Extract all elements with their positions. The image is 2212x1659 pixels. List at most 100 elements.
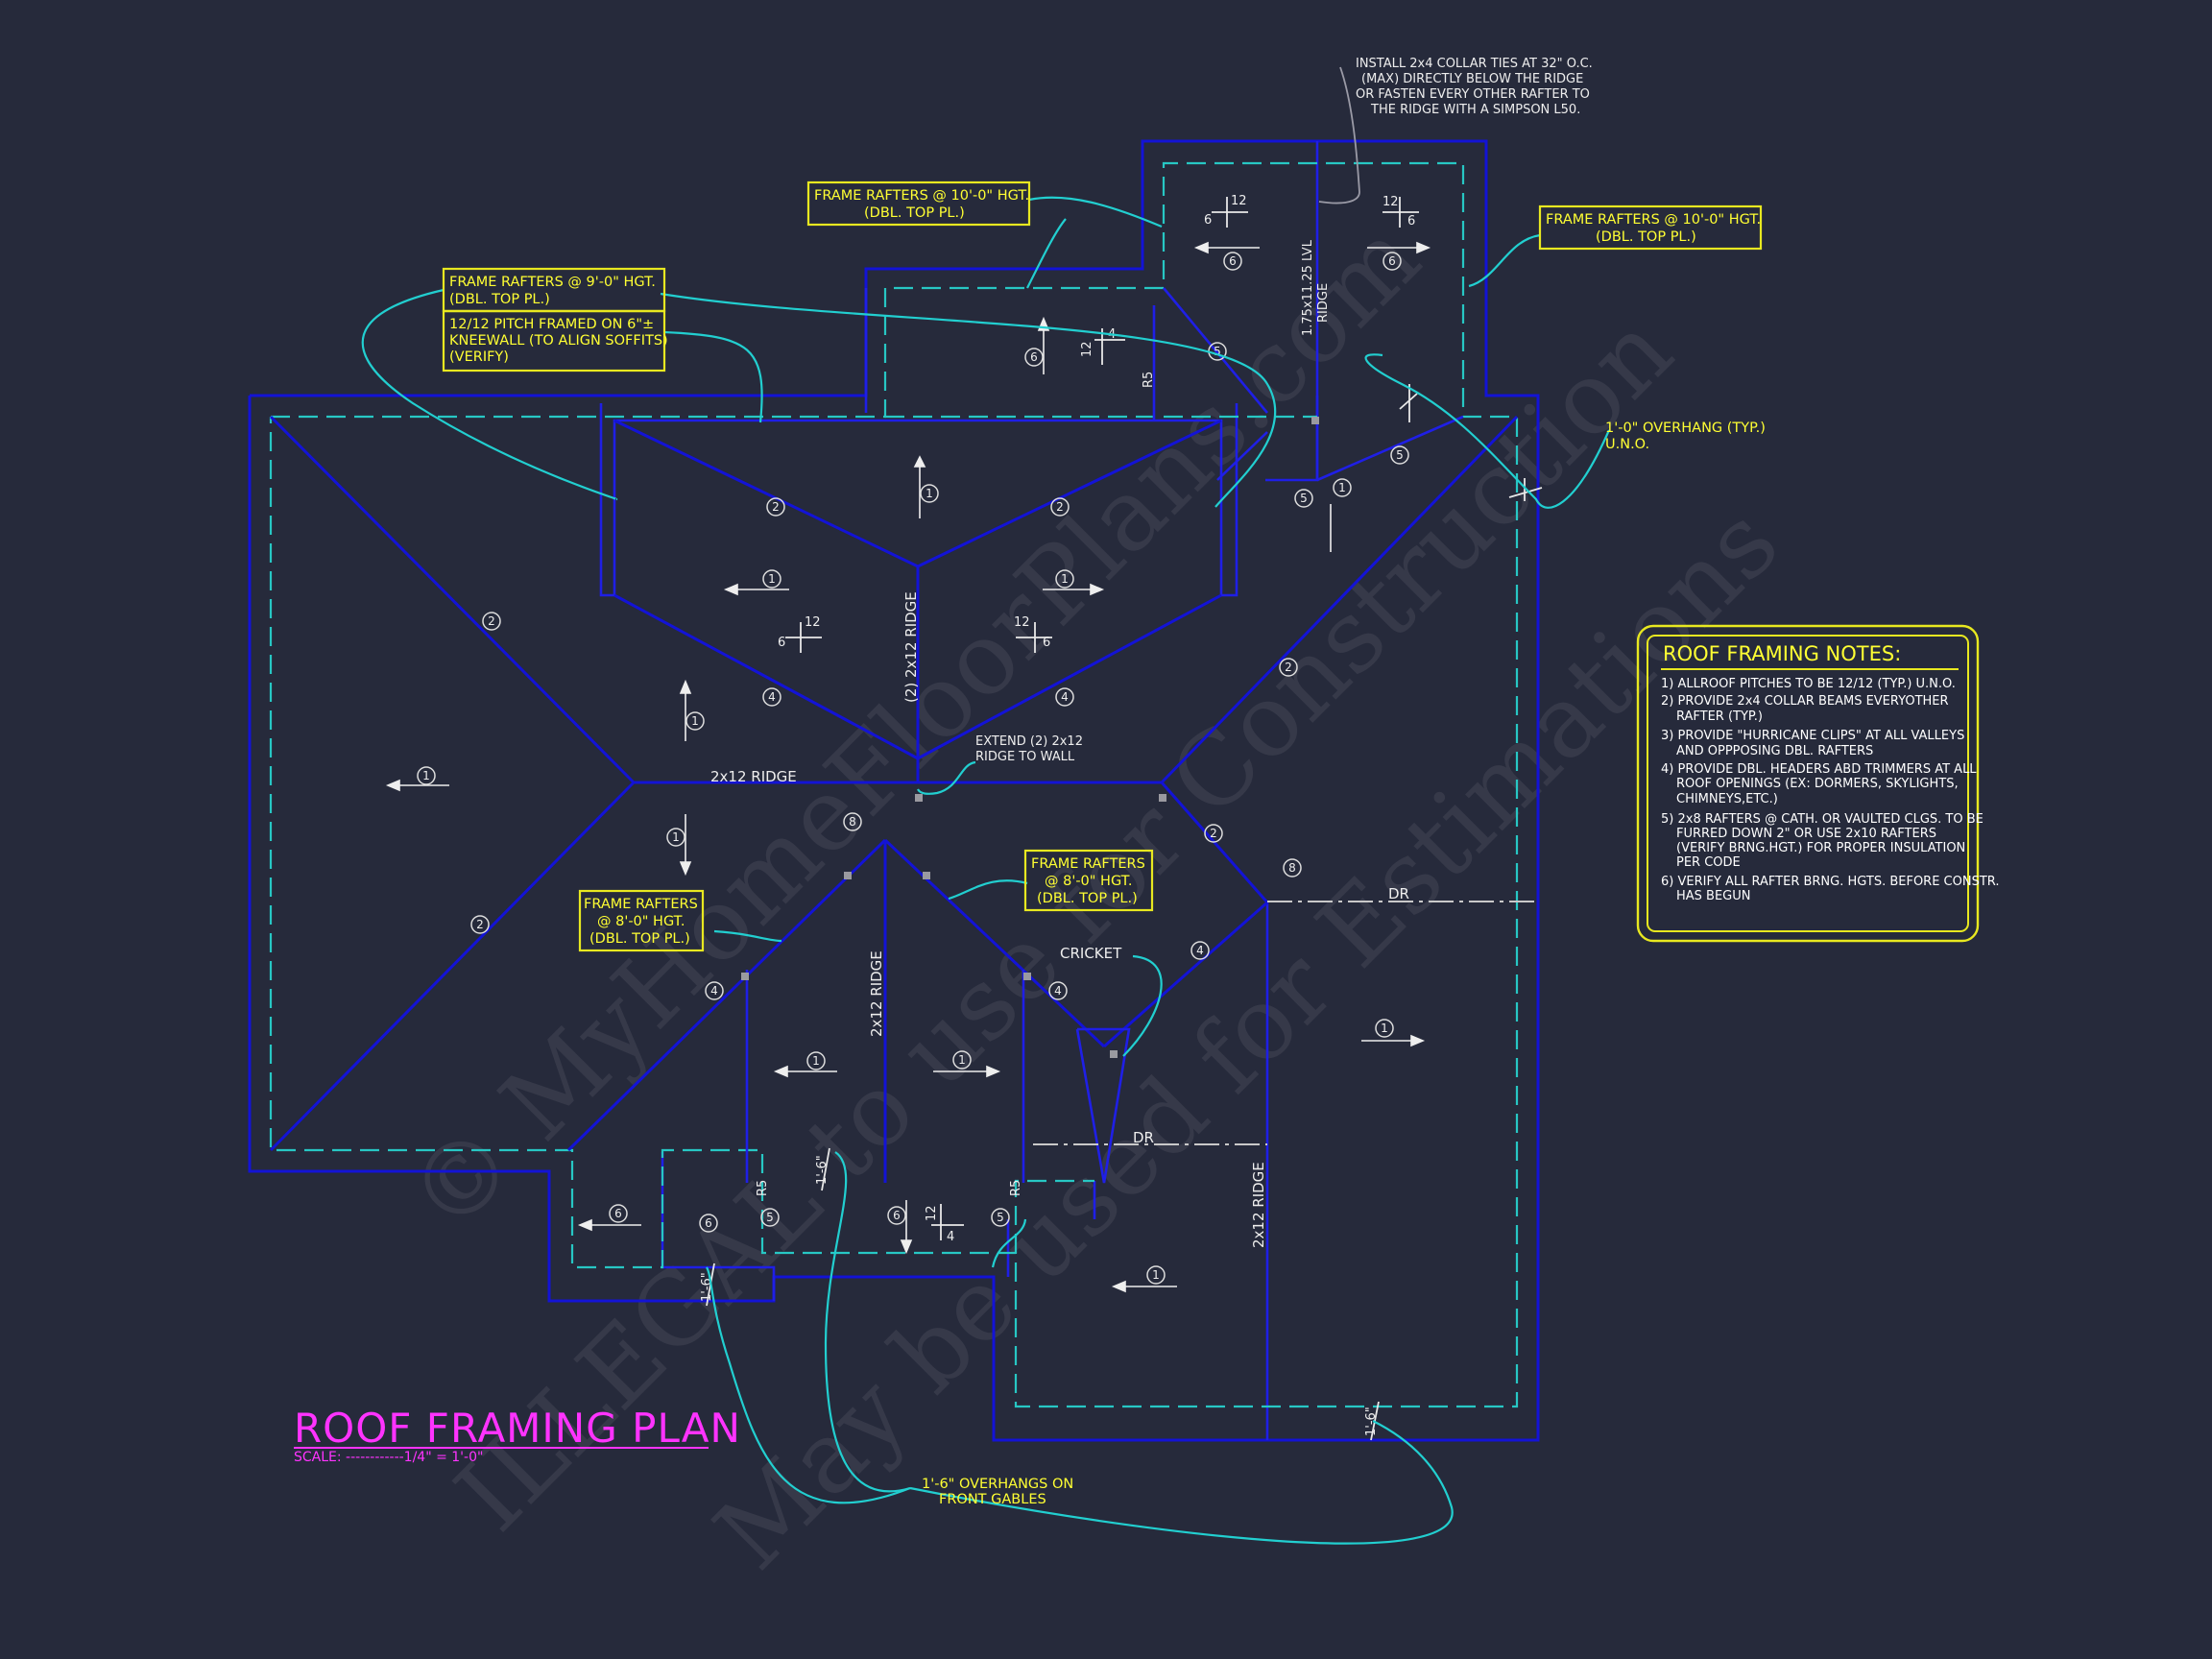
pitch-symbol: 12 6 — [778, 615, 822, 653]
svg-text:FRAME RAFTERS @ 10'-0" HGT.: FRAME RAFTERS @ 10'-0" HGT. — [814, 188, 1029, 204]
notes-heading: ROOF FRAMING NOTES: — [1663, 642, 1901, 665]
rafter-mark-2: 2 — [1050, 497, 1070, 517]
rafter-mark-1: 1 — [1146, 1265, 1166, 1285]
svg-text:(DBL. TOP PL.): (DBL. TOP PL.) — [864, 205, 965, 221]
svg-text:5: 5 — [1300, 492, 1308, 505]
svg-text:1: 1 — [958, 1053, 966, 1067]
svg-text:2: 2 — [1285, 661, 1292, 674]
rafter-mark-4: 4 — [705, 981, 724, 1000]
svg-text:1: 1 — [1152, 1268, 1160, 1282]
callout-frame-9: FRAME RAFTERS @ 9'-0" HGT. (DBL. TOP PL.… — [442, 267, 668, 373]
rafter-mark-4: 4 — [1048, 981, 1068, 1000]
svg-text:1'-0" OVERHANG (TYP.): 1'-0" OVERHANG (TYP.) — [1605, 421, 1766, 436]
svg-text:(MAX) DIRECTLY BELOW THE RIDGE: (MAX) DIRECTLY BELOW THE RIDGE — [1361, 72, 1583, 86]
svg-text:AND OPPPOSING DBL. RAFTERS: AND OPPPOSING DBL. RAFTERS — [1676, 744, 1873, 758]
callout-overhang-typ: 1'-0" OVERHANG (TYP.) U.N.O. — [1605, 421, 1766, 452]
callout-frame-8-left: FRAME RAFTERS @ 8'-0" HGT. (DBL. TOP PL.… — [578, 889, 705, 952]
ridge-labels: 2x12 RIDGE (2) 2x12 RIDGE 2x12 RIDGE 2x1… — [700, 239, 1409, 1436]
svg-text:(DBL. TOP PL.): (DBL. TOP PL.) — [1596, 229, 1696, 245]
callout-frame-10-right: FRAME RAFTERS @ 10'-0" HGT. (DBL. TOP PL… — [1538, 204, 1763, 251]
svg-text:1'-6" OVERHANGS ON: 1'-6" OVERHANGS ON — [922, 1477, 1073, 1492]
svg-text:FRONT GABLES: FRONT GABLES — [939, 1492, 1046, 1507]
svg-text:1: 1 — [1381, 1022, 1388, 1035]
svg-text:CHIMNEYS,ETC.): CHIMNEYS,ETC.) — [1676, 792, 1778, 806]
svg-text:8: 8 — [849, 815, 856, 829]
rafter-mark-4: 4 — [1190, 941, 1210, 960]
r5-label: R5 — [1009, 1180, 1023, 1196]
r5-label: R5 — [756, 1180, 770, 1196]
post-markers — [741, 417, 1319, 1058]
overhang-dim: 1'-6" — [815, 1155, 830, 1185]
svg-text:5: 5 — [997, 1211, 1004, 1224]
rafter-mark-6: 6 — [1223, 252, 1242, 271]
callout-frame-8-right: FRAME RAFTERS @ 8'-0" HGT. (DBL. TOP PL.… — [1023, 849, 1154, 912]
rafter-mark-1: 1 — [685, 711, 705, 731]
collar-tie-leader — [1318, 66, 1360, 204]
svg-text:4: 4 — [768, 690, 776, 704]
rafter-mark-5: 5 — [1390, 445, 1409, 465]
pitch-symbol: 4 12 — [925, 1204, 964, 1244]
svg-text:2: 2 — [1210, 827, 1217, 840]
svg-text:12: 12 — [1080, 341, 1094, 357]
svg-text:5: 5 — [1214, 345, 1221, 358]
svg-text:4: 4 — [710, 984, 718, 998]
svg-text:ROOF OPENINGS (EX: DORMERS, SK: ROOF OPENINGS (EX: DORMERS, SKYLIGHTS, — [1676, 777, 1959, 791]
callout-frame-10-center: FRAME RAFTERS @ 10'-0" HGT. (DBL. TOP PL… — [806, 180, 1031, 227]
rafter-mark-4: 4 — [1055, 687, 1074, 707]
svg-text:1: 1 — [1338, 481, 1346, 494]
svg-text:1: 1 — [1061, 572, 1069, 586]
ridge-main-label: 2x12 RIDGE — [710, 768, 797, 785]
svg-text:U.N.O.: U.N.O. — [1605, 437, 1649, 452]
rafter-mark-4: 4 — [762, 687, 781, 707]
leader-lines — [361, 196, 1611, 1545]
rafter-mark-8: 8 — [1283, 858, 1302, 878]
svg-text:(DBL. TOP PL.): (DBL. TOP PL.) — [589, 931, 690, 947]
svg-text:6: 6 — [778, 636, 785, 650]
svg-text:RAFTER (TYP.): RAFTER (TYP.) — [1676, 709, 1763, 724]
roof-lines — [269, 287, 1519, 1184]
rafter-mark-1: 1 — [1055, 569, 1074, 589]
rafter-mark-6: 6 — [609, 1204, 628, 1223]
svg-text:8: 8 — [1288, 861, 1296, 875]
svg-text:1) ALLROOF PITCHES TO BE 12/1: 1) ALLROOF PITCHES TO BE 12/12 (TYP.) U.… — [1661, 677, 1956, 691]
rafter-mark-2: 2 — [1204, 824, 1223, 843]
svg-text:3) PROVIDE "HURRICANE CLIPS" A: 3) PROVIDE "HURRICANE CLIPS" AT ALL VALL… — [1661, 729, 1964, 743]
svg-text:6: 6 — [1043, 636, 1050, 650]
svg-text:2: 2 — [476, 918, 484, 931]
lvl-ridge-label-2: RIDGE — [1316, 283, 1331, 323]
svg-text:4: 4 — [947, 1230, 954, 1244]
ridge-vertical-label: (2) 2x12 RIDGE — [902, 591, 920, 703]
rafter-mark-1: 1 — [417, 766, 436, 785]
svg-text:FRAME RAFTERS: FRAME RAFTERS — [1031, 856, 1145, 872]
svg-text:(DBL. TOP PL.): (DBL. TOP PL.) — [1037, 891, 1138, 906]
svg-text:6) VERIFY ALL RAFTER BRNG. HGT: 6) VERIFY ALL RAFTER BRNG. HGTS. BEFORE … — [1661, 875, 2000, 889]
svg-text:1: 1 — [812, 1054, 820, 1068]
svg-text:FURRED DOWN 2" OR USE 2x10 RAF: FURRED DOWN 2" OR USE 2x10 RAFTERS — [1676, 827, 1936, 841]
scale-label: SCALE: ------------1/4" = 1'-0" — [294, 1450, 483, 1465]
svg-text:FRAME RAFTERS @ 10'-0" HGT.: FRAME RAFTERS @ 10'-0" HGT. — [1546, 212, 1761, 228]
rafter-mark-1: 1 — [806, 1051, 826, 1070]
dr-label: DR — [1388, 885, 1409, 902]
rafter-mark-1: 1 — [920, 484, 939, 503]
rafter-mark-2: 2 — [470, 915, 490, 934]
rafter-mark-8: 8 — [843, 812, 862, 831]
svg-text:12: 12 — [925, 1205, 939, 1221]
svg-text:OR FASTEN EVERY OTHER RAFTER T: OR FASTEN EVERY OTHER RAFTER TO — [1356, 87, 1590, 102]
svg-text:1: 1 — [691, 714, 699, 728]
svg-text:6: 6 — [1030, 350, 1038, 364]
callout-collar-ties: INSTALL 2x4 COLLAR TIES AT 32" O.C. (MAX… — [1356, 57, 1593, 117]
roof-framing-notes: ROOF FRAMING NOTES: 1) ALLROOF PITCHES T… — [1636, 624, 2000, 943]
callout-extend-ridge: EXTEND (2) 2x12 RIDGE TO WALL — [975, 734, 1083, 764]
slope-arrows — [385, 241, 1431, 1293]
rafter-marks: 1 1 1 1 1 1 1 1 1 1 1 2 2 2 2 2 2 4 4 4 … — [417, 252, 1409, 1285]
svg-text:6: 6 — [1229, 254, 1237, 268]
lvl-ridge-label-1: 1.75x11.25 LVL — [1301, 239, 1315, 336]
rafter-mark-2: 2 — [766, 497, 785, 517]
pitch-symbol: 126 — [1014, 615, 1052, 653]
svg-text:12: 12 — [805, 615, 821, 630]
drawing-title: ROOF FRAMING PLAN SCALE: ------------1/4… — [294, 1405, 741, 1465]
rafter-mark-1: 1 — [762, 569, 781, 589]
svg-text:RIDGE TO WALL: RIDGE TO WALL — [975, 750, 1075, 764]
page-title: ROOF FRAMING PLAN — [294, 1405, 741, 1452]
svg-text:6: 6 — [614, 1207, 622, 1220]
